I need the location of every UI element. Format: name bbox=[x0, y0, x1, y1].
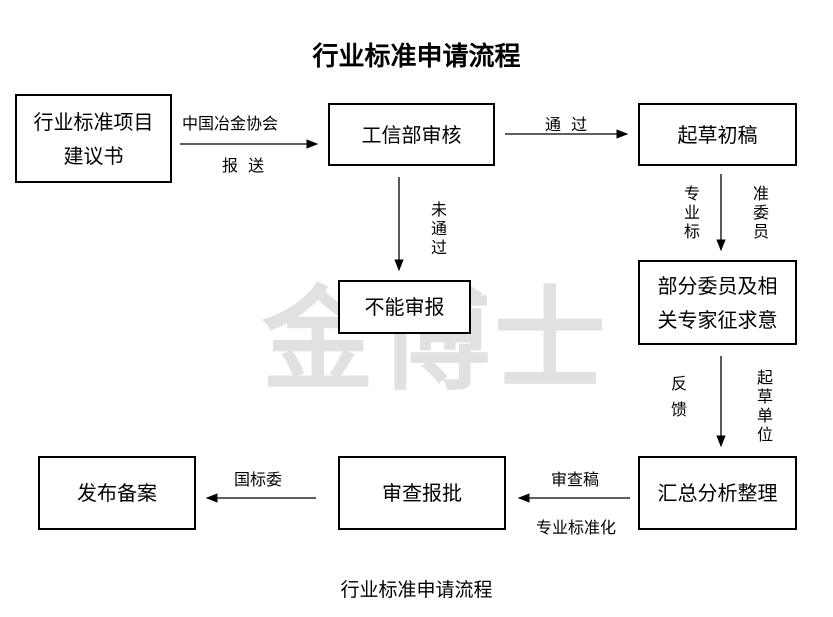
box-summary-label: 汇总分析整理 bbox=[657, 481, 778, 505]
box-project-proposal-line1: 行业标准项目 bbox=[33, 109, 154, 134]
box-miit-review-label: 工信部审核 bbox=[361, 122, 462, 147]
label-feedback-right: 起草单位 bbox=[756, 368, 773, 444]
label-committee-right: 准委员 bbox=[752, 184, 769, 241]
box-miit-review: 工信部审核 bbox=[328, 103, 495, 166]
label-submit-bottom: 报 送 bbox=[222, 156, 265, 175]
label-submit-top: 中国冶金协会 bbox=[182, 114, 279, 133]
box-reject: 不能审报 bbox=[338, 280, 471, 334]
box-publish-label: 发布备案 bbox=[77, 481, 157, 505]
label-fail: 未通过 bbox=[430, 200, 447, 257]
diagram-title: 行业标准申请流程 bbox=[312, 42, 521, 72]
box-approval-label: 审查报批 bbox=[382, 481, 462, 505]
box-project-proposal: 行业标准项目 建议书 bbox=[15, 94, 172, 183]
label-committee-left: 专业标 bbox=[683, 184, 700, 241]
label-national-committee: 国标委 bbox=[234, 470, 283, 489]
box-drafting-label: 起草初稿 bbox=[677, 122, 758, 147]
box-drafting: 起草初稿 bbox=[638, 103, 797, 166]
box-summary: 汇总分析整理 bbox=[638, 456, 797, 530]
box-project-proposal-line2: 建议书 bbox=[63, 143, 124, 168]
box-consultation-line2: 关专家征求意 bbox=[657, 307, 778, 332]
box-approval: 审查报批 bbox=[338, 456, 506, 530]
label-feedback-left: 反馈 bbox=[670, 374, 687, 419]
box-consultation-line1: 部分委员及相 bbox=[657, 273, 778, 298]
label-review-draft: 审查稿 bbox=[551, 470, 600, 489]
box-publish: 发布备案 bbox=[38, 456, 196, 530]
box-reject-label: 不能审报 bbox=[364, 295, 445, 319]
box-consultation: 部分委员及相 关专家征求意 bbox=[638, 260, 797, 345]
diagram-caption: 行业标准申请流程 bbox=[340, 579, 493, 601]
label-standardization: 专业标准化 bbox=[536, 518, 617, 537]
label-pass: 通 过 bbox=[545, 115, 588, 134]
